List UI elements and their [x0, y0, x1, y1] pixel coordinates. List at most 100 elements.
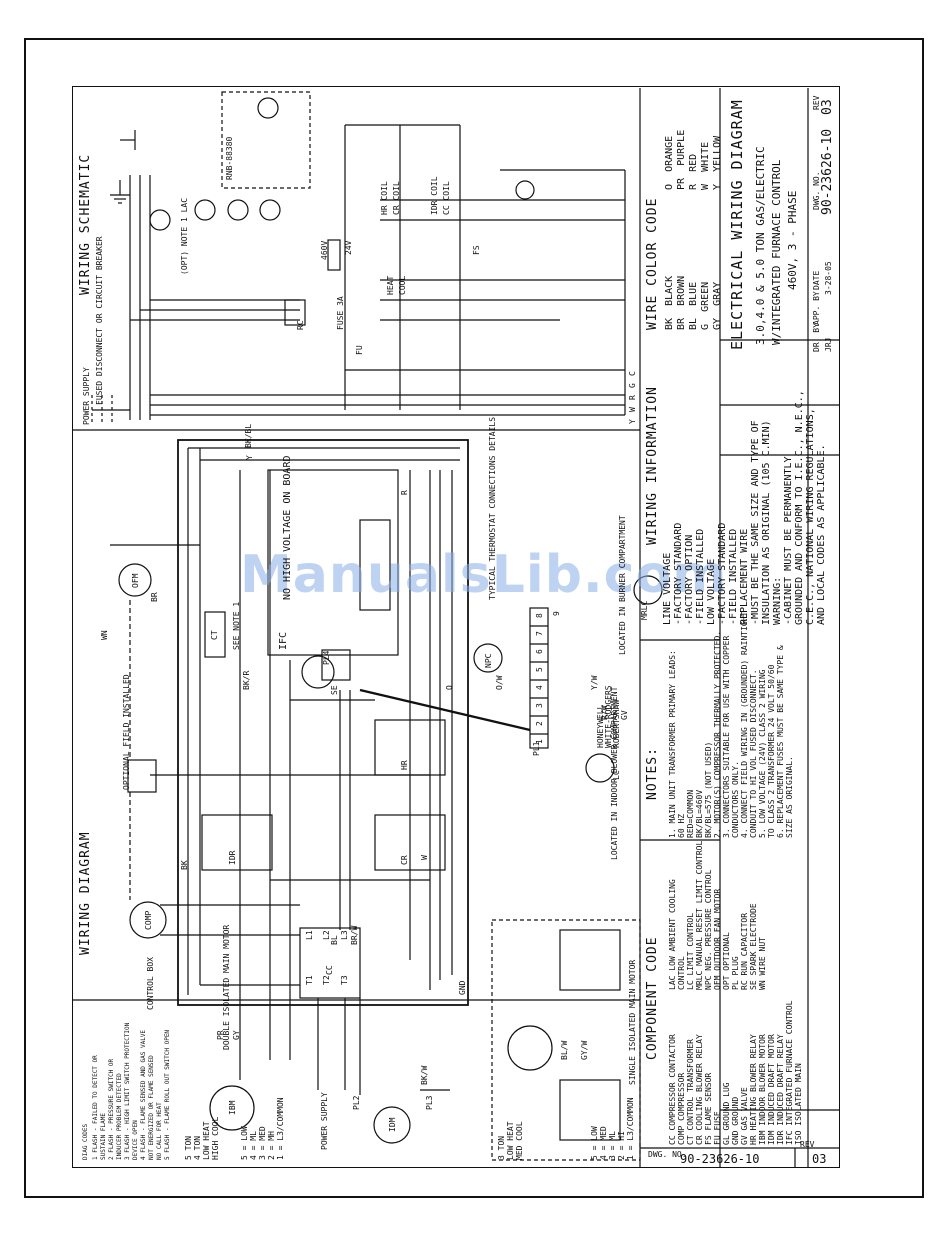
note-line: SIZE AS ORIGINAL.: [785, 756, 794, 838]
component-code-line: FU FUSE: [713, 1111, 722, 1145]
wiring-info-line: LOW VOLTAGE: [706, 558, 717, 625]
terminal-number: 3: [535, 703, 544, 708]
wiring-info-line: -FACTORY STANDARD: [673, 522, 684, 625]
see-note-1-label: SEE NOTE 1: [232, 601, 241, 650]
component-code-line: CT CONTROL TRANSFORMER: [686, 1039, 695, 1145]
speed-tap-3ton-line: 3 = ML: [608, 1131, 617, 1160]
diag-code-line: 1 FLASH - FAILED TO DETECT OR: [92, 1055, 99, 1160]
component-code-line: FS FLAME SENSOR: [704, 1072, 713, 1145]
terminal-number: 5: [535, 667, 544, 672]
wn-label: WN: [100, 630, 109, 640]
wire-color-gy: GY GRAY: [712, 281, 723, 330]
component-code-line: HR HEATING BLOWER RELAY: [749, 1034, 758, 1145]
wire-tag: R/W: [600, 705, 609, 720]
ibm-rnb-label: RNB-88380: [225, 136, 234, 180]
terminal-number: 1: [535, 739, 544, 744]
line-label: L2: [322, 930, 331, 940]
component-code-line: IDR INDUCED DRAFT RELAY: [776, 1034, 785, 1145]
dr-by-value: JRJ: [824, 337, 833, 352]
wiring-info-line: WARNING:: [772, 576, 783, 625]
line-label: L3: [340, 930, 349, 940]
terminal-number: 9: [552, 611, 561, 616]
schematic-cc-coil-label: CC COIL: [442, 181, 451, 215]
component-code-2-line: SE SPARK ELECTRODE: [749, 903, 758, 990]
component-code-2-line: NPC NEG. PRESSURE CONTROL: [704, 869, 713, 990]
diag-code-line: DEVICE OPEN: [132, 1120, 139, 1160]
speed-tap-3ton-line: MED COOL: [515, 1121, 524, 1160]
title-block-title: ELECTRICAL WIRING DIAGRAM: [728, 99, 746, 350]
note-line: TO CLASS 2 TRANSFORMER 24 VOLT 50/60: [767, 664, 776, 838]
terminal-letter: G: [628, 383, 637, 388]
lc-label: LC: [612, 770, 621, 780]
note-line: BK/BL=460V: [695, 789, 704, 838]
wiring-info-line: REPLACEMENT WIRE: [739, 528, 750, 625]
wire-tag: BL/W: [560, 1040, 569, 1060]
wire-tag: GY/W: [580, 1040, 589, 1060]
lac-opt-label: (OPT) NOTE 1 LAC: [180, 197, 189, 275]
app-by-label: APP. BY: [812, 291, 821, 325]
pl2-label: PL2: [352, 1095, 361, 1110]
component-code-line: IBM INDOOR BLOWER MOTOR: [758, 1034, 767, 1145]
power-supply-label: POWER SUPPLY: [320, 1092, 329, 1150]
single-isolated-motor-label: SINGLE ISOLATED MAIN MOTOR: [628, 959, 637, 1085]
component-code-2-line: WN WIRE NUT: [758, 937, 767, 990]
power-supply-schematic-label: POWER SUPPLY: [82, 367, 91, 425]
component-code-2-line: CONTROL: [677, 956, 686, 990]
speed-tap-line: 5 TON: [184, 1135, 193, 1160]
terminal-number: 2: [535, 721, 544, 726]
title-block-subtitle-1: 3.0,4.0 & 5.0 TON GAS/ELECTRIC: [754, 146, 767, 345]
speed-tap-3ton-line: 3 TON: [497, 1135, 506, 1160]
terminal-number: 7: [535, 631, 544, 636]
wiring-info-line: -FIELD INSTALLED: [728, 528, 739, 625]
schematic-460v-label: 460V: [320, 240, 329, 260]
wiring-diagram-title: WIRING DIAGRAM: [78, 831, 93, 955]
speed-tap-line: 3 = MED: [258, 1126, 267, 1160]
wire-tag: BR: [150, 592, 159, 602]
comp-label: COMP: [144, 910, 153, 930]
ibm-label: IBM: [228, 1100, 237, 1115]
schematic-24v-label: 24V: [344, 240, 353, 255]
wiring-info-line: GROUNDED AND CONFORM TO I.E.C., N.E.C.,: [794, 390, 805, 625]
component-code-line: COMP COMPRESSOR: [677, 1072, 686, 1145]
wire-tag: BL: [330, 935, 339, 945]
note-line: CONDUIT TO HI VOL FUSED DISCONNECT.: [749, 669, 758, 838]
wire-tag: PR: [216, 1030, 225, 1040]
component-code-2-line: RC RUN CAPACITOR: [740, 912, 749, 990]
wiring-info-line: AND LOCAL CODES AS APPLICABLE.: [816, 444, 827, 625]
component-code-title: COMPONENT CODE: [645, 936, 660, 1060]
ct-label: CT: [210, 630, 219, 640]
wire-tag: O/W: [495, 675, 504, 690]
diag-code-line: 4 FLASH - FLAME SENSED AND GAS VALVE: [140, 1029, 147, 1160]
title-block-subtitle-3: 460V, 3 - PHASE: [786, 190, 799, 290]
drawing-frame: [72, 86, 840, 1168]
speed-tap-line: 4 = ML: [249, 1131, 258, 1160]
date-value: 3-28-05: [824, 261, 833, 295]
rc-label: RC: [296, 320, 305, 330]
ifc-label: IFC: [278, 631, 289, 650]
speed-tap-line: HIGH COOL: [211, 1116, 220, 1160]
speed-tap-line: 5 = LOW: [240, 1126, 249, 1160]
line-label: T2: [322, 975, 331, 985]
component-code-2-line: OPT OPTIONAL: [722, 932, 731, 990]
wiring-info-line: -MUST BE THE SAME SIZE AND TYPE OF: [750, 420, 761, 625]
bottom-rev-label: REV: [800, 1140, 815, 1149]
typical-thermostat-label: TYPICAL THERMOSTAT CONNECTIONS DETAILS: [488, 416, 497, 600]
speed-tap-3ton-line: 2 = HI: [617, 1131, 626, 1160]
wiring-info-line: -CABINET MUST BE PERMANENTLY: [783, 456, 794, 625]
wire-tag: GY: [232, 1030, 241, 1040]
schematic-hr-coil-label: HR COIL: [380, 181, 389, 215]
line-label: T3: [340, 975, 349, 985]
component-code-line: CR COOLING BLOWER RELAY: [695, 1034, 704, 1145]
component-code-line: CC COMPRESSOR CONTACTOR: [668, 1034, 677, 1145]
rev-value: 03: [820, 99, 835, 115]
schematic-fuse-label: FUSE 3A: [336, 296, 345, 330]
diag-code-line: NOT ENERGIZED OR FLAME SENSED: [148, 1055, 155, 1160]
component-code-line: ISO ISOLATED MAIN: [794, 1063, 803, 1145]
component-code-line: GND GROUND: [731, 1096, 740, 1145]
note-line: 1. MAIN UNIT TRANSFORMER PRIMARY LEADS:: [668, 650, 677, 838]
pl4-label: PL4: [322, 650, 331, 665]
wire-tag: BK/R: [242, 670, 251, 690]
wire-color-bk: BK BLACK: [664, 275, 675, 330]
wire-color-code-title: WIRE COLOR CODE: [645, 197, 660, 330]
